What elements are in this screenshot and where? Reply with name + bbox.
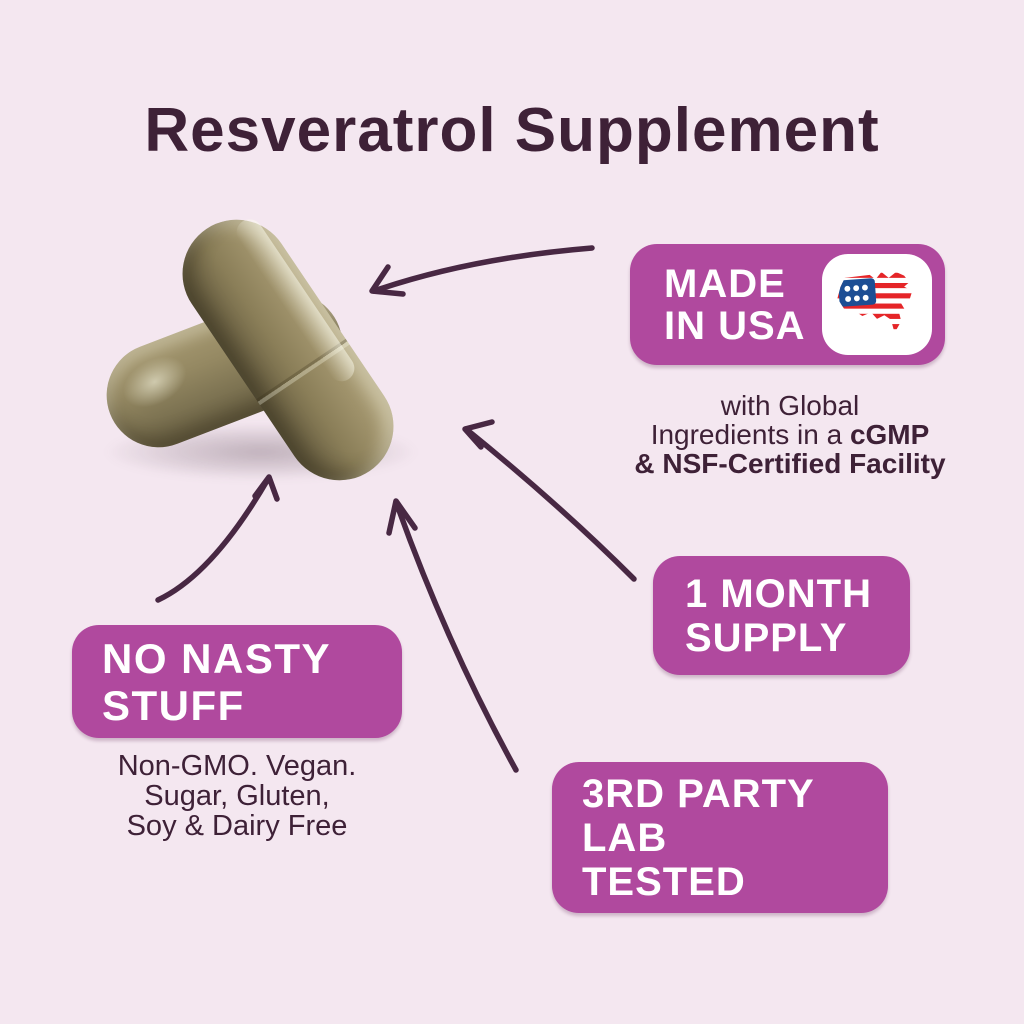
lab-tested-badge: 3RD PARTY LAB TESTED [552, 762, 888, 913]
capsules-photo [91, 198, 418, 502]
arrow-made-in-usa [369, 245, 595, 297]
made-in-usa-label: MADE IN USA [664, 263, 806, 347]
made-in-usa-badge: MADE IN USA [630, 244, 945, 365]
no-nasty-line2: STUFF [102, 681, 245, 729]
no-nasty-line1: NO NASTY [102, 634, 332, 682]
no-nasty-stuff-badge: NO NASTY STUFF [72, 625, 402, 738]
lab-tested-line1: 3RD PARTY [582, 771, 815, 816]
lab-tested-line3: TESTED [582, 859, 746, 904]
no-nasty-caption: Non-GMO. Vegan. Sugar, Gluten, Soy & Dai… [57, 751, 417, 841]
usa-flag-map-icon [822, 254, 932, 355]
usa-caption-line1: with Global [720, 390, 860, 421]
month-supply-badge: 1 MONTH SUPPLY [653, 556, 910, 675]
month-supply-line1: 1 MONTH [685, 571, 872, 616]
usa-caption-line3: & NSF-Certified Facility [634, 448, 946, 479]
arrow-month-supply [462, 419, 637, 582]
page-title: Resveratrol Supplement [144, 96, 880, 165]
lab-tested-line2: LAB [582, 815, 668, 860]
arrow-no-nasty [155, 474, 280, 603]
arrow-lab-tested [386, 498, 519, 773]
no-nasty-caption-line2: Sugar, Gluten, [144, 780, 330, 812]
usa-caption: with Global Ingredients in a cGMP & NSF-… [600, 391, 980, 478]
made-in-usa-line2: IN USA [664, 303, 806, 348]
made-in-usa-line1: MADE [664, 261, 786, 306]
no-nasty-caption-line3: Soy & Dairy Free [126, 810, 348, 842]
month-supply-line2: SUPPLY [685, 615, 848, 660]
no-nasty-caption-line1: Non-GMO. Vegan. [117, 750, 357, 782]
usa-caption-line2: Ingredients in a cGMP [650, 419, 930, 450]
